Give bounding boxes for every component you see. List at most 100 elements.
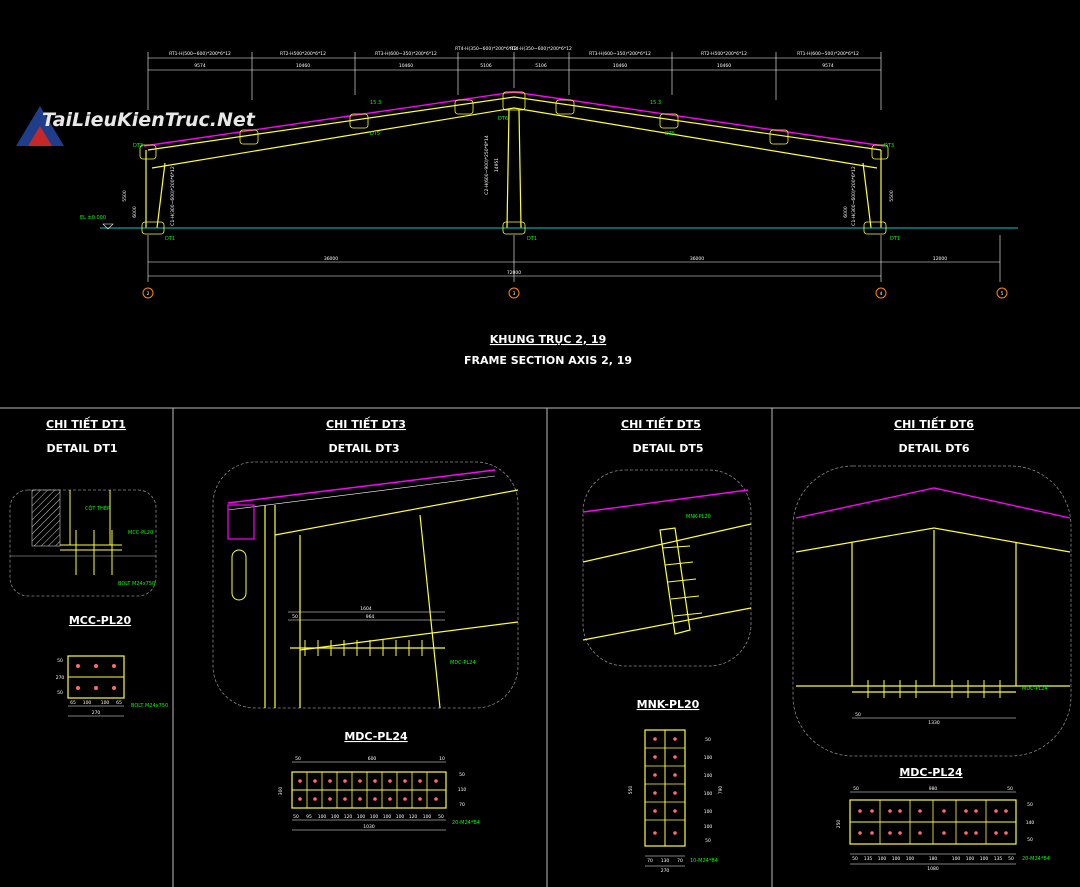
axis-label: 5 [1001, 291, 1004, 297]
level-label: EL ±0.000 [80, 215, 106, 221]
dt6-plate-dim: 50 [1027, 802, 1033, 808]
dt3-plate-dim: 100 [370, 814, 379, 820]
dt5-dim: 50 [705, 737, 711, 743]
watermark-logo: TaiLieuKienTruc.Net [16, 106, 256, 146]
dt3-plate-dim: 95 [306, 814, 312, 820]
dt3-tag: MDC-PL24 [450, 660, 476, 666]
dt5-dim: 100 [704, 755, 713, 761]
rafter-label: RT3-H(600~350)*200*6*12 [375, 51, 437, 57]
height-dim: 5500 [122, 190, 128, 202]
frame-subtitle: FRAME SECTION AXIS 2, 19 [464, 354, 632, 367]
connection-markers [139, 91, 889, 160]
dt6-plate-dim: 135 [994, 856, 1003, 862]
frame-title: KHUNG TRỤC 2, 19 [490, 333, 607, 346]
dt3-plate-dim: 50 [293, 814, 299, 820]
dt3-plate-dim: 50 [438, 814, 444, 820]
dim-value: 10460 [399, 63, 413, 69]
rafter-label: RT1-H(600~500)*200*6*12 [797, 51, 859, 57]
detail-tag: DT1 [527, 236, 537, 242]
dt6-plate-dim: 180 [929, 856, 938, 862]
dt3-plate-dim: 300 [278, 787, 284, 796]
dt3-dim: 1604 [360, 606, 372, 612]
dim-value: 5106 [480, 63, 492, 69]
rafters [147, 96, 882, 169]
dt5-dim: 550 [628, 786, 634, 795]
column-label: C1-H(300~600)*200*6*12 [851, 166, 857, 226]
height-dim: 5500 [889, 190, 895, 202]
detail-dt1: CHI TIẾT DT1 DETAIL DT1 CỘT THÉP MCC-PL2… [9, 416, 168, 717]
dt3-plate-dim: 100 [331, 814, 340, 820]
dt3-plate-dim: 100 [357, 814, 366, 820]
base-plates [141, 221, 887, 235]
dt1-tag: CỘT THÉP [85, 504, 110, 512]
dt3-plate-title: MDC-PL24 [344, 730, 408, 743]
top-segment-dims: 9574 10460 10460 5106 5106 10460 10460 9… [194, 63, 834, 69]
column-labels: C1-H(300~600)*200*6*12 C2-H(600~900)*250… [122, 135, 895, 226]
dt6-plate-dim: 100 [878, 856, 887, 862]
dt5-dim: 100 [704, 773, 713, 779]
dt3-plate-dim: 600 [368, 756, 377, 762]
slope-label: 15.3 [370, 100, 381, 106]
dt1-tag: BOLT M24x750 [131, 703, 168, 709]
detail-dt6: CHI TIẾT DT6 DETAIL DT6 1330 50 MDC-PL24… [792, 416, 1072, 872]
dt5-dim: 790 [718, 786, 724, 795]
detail-dt5: CHI TIẾT DT5 DETAIL DT5 MNK-PL20 MNK-PL2… [582, 416, 752, 874]
section-dividers [0, 407, 1080, 887]
rafter-label: RT2-H500*200*6*12 [280, 51, 326, 57]
dt3-plate-dim: 120 [344, 814, 353, 820]
dt6-dim: 50 [855, 712, 861, 718]
dt3-plate-dim: 100 [396, 814, 405, 820]
height-dim: 14951 [494, 158, 500, 172]
dt6-subtitle: DETAIL DT6 [898, 442, 969, 455]
dt1-dim: 100 [101, 700, 110, 706]
dt3-plate-dim: 1030 [363, 824, 375, 830]
rafter-label: RT4-H(350~600)*200*6*12 [510, 46, 572, 52]
dt3-plate-dim: 100 [423, 814, 432, 820]
dt5-plate-tag: 10-M24*B4 [690, 858, 718, 864]
dim-value: 10460 [296, 63, 310, 69]
dt5-subtitle: DETAIL DT5 [632, 442, 703, 455]
dt1-subtitle: DETAIL DT1 [46, 442, 117, 455]
level-marker-icon [102, 223, 114, 230]
dt6-plate-dim: 100 [966, 856, 975, 862]
dt6-plate-dim: 50 [853, 786, 859, 792]
dt3-plate-tag: 20-M24*B4 [452, 820, 480, 826]
dt3-dim: 964 [366, 614, 375, 620]
dim-value: 9574 [194, 63, 206, 69]
dim-value: 36000 [324, 256, 338, 262]
detail-tags: DT3 DT5 DT6 DT5 DT3 DT1 DT1 DT1 15.3 15.… [133, 100, 900, 242]
detail-tag: DT5 [370, 131, 380, 137]
rafter-label: RT2-H500*200*6*12 [701, 51, 747, 57]
dt3-plate-dim: 120 [409, 814, 418, 820]
dt5-title: CHI TIẾT DT5 [621, 416, 701, 431]
axis-label: 3 [513, 291, 516, 297]
dt3-plate-dim: 50 [295, 756, 301, 762]
dt5-dim: 100 [704, 791, 713, 797]
dt6-plate-dim: 100 [952, 856, 961, 862]
dt5-dim: 50 [705, 838, 711, 844]
detail-tag: DT3 [133, 143, 143, 149]
dt6-title: CHI TIẾT DT6 [894, 416, 974, 431]
dt6-plate-title: MDC-PL24 [899, 766, 963, 779]
dt1-dim: 65 [116, 700, 122, 706]
dt6-plate-dim: 100 [892, 856, 901, 862]
rafter-label: RT3-H(600~350)*200*6*12 [589, 51, 651, 57]
dt5-dim: 270 [661, 868, 670, 874]
dt1-plate-title: MCC-PL20 [69, 614, 132, 627]
dt6-plate-dim: 50 [1008, 856, 1014, 862]
dt1-dim: 65 [70, 700, 76, 706]
dt6-plate-dim: 50 [1027, 837, 1033, 843]
height-dim: 6000 [843, 206, 849, 218]
bottom-dimension-chain [147, 235, 1001, 282]
dim-value: 5106 [535, 63, 547, 69]
dt6-plate-dim: 50 [1007, 786, 1013, 792]
axis-label: 2 [147, 291, 150, 297]
rafter-label: RT4-H(350~600)*200*6*12 [455, 46, 517, 52]
dt6-plate-dim: 1080 [927, 866, 939, 872]
dim-value: 10460 [613, 63, 627, 69]
dt3-plate-dim: 70 [459, 802, 465, 808]
dt6-plate-dim: 100 [980, 856, 989, 862]
slope-label: 15.3 [650, 100, 661, 106]
rafter-label: RT1-H(500~600)*200*6*12 [169, 51, 231, 57]
